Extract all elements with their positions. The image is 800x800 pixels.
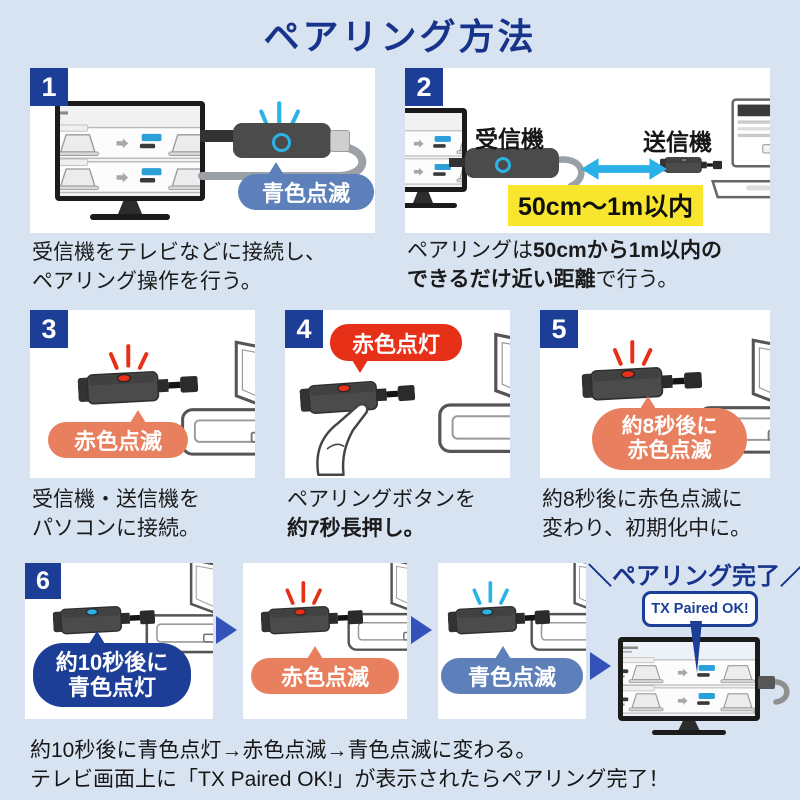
blue-led-icon — [495, 157, 511, 173]
red-blink-rays-icon — [612, 340, 654, 366]
tv-icon — [618, 637, 760, 721]
tv-dashboard-icon — [405, 113, 462, 187]
step-2-badge: 2 — [405, 68, 443, 106]
receiver-dongle-icon — [447, 602, 550, 636]
laptop-icon — [711, 96, 770, 204]
step-1-caption: 受信機をテレビなどに接続し、 ペアリング操作を行う。 — [32, 241, 326, 293]
footer-line-2: テレビ画面上に「TX Paired OK!」が表示されたらペアリング完了！ — [30, 768, 670, 791]
laptop-icon — [178, 340, 255, 464]
step-6-panel-stage3: 青色点滅 — [438, 563, 586, 719]
step-4-panel: 4 赤色点灯 — [285, 310, 510, 478]
tv-icon — [55, 101, 205, 201]
step-2-caption: ペアリングは50cmから1m以内の できるだけ近い距離で行う。 — [407, 239, 723, 291]
tv-stand — [678, 721, 700, 731]
led-status-pill: 青色点滅 — [238, 162, 374, 210]
usb-cable-icon — [770, 679, 790, 705]
bubble-tail — [89, 631, 105, 644]
pill-tail — [130, 410, 146, 423]
step-6-panel-stage2: 赤色点滅 — [243, 563, 407, 719]
receiver-dongle-icon — [77, 367, 199, 407]
step-1-panel: 1 青色点滅 — [30, 68, 375, 233]
receiver-device-icon — [233, 123, 331, 158]
footer-line-1: 約10秒後に青色点灯→赤色点滅→青色点滅に変わる。 — [30, 739, 537, 762]
page-title: ペアリング方法 — [263, 16, 537, 57]
bubble-tail — [352, 360, 368, 373]
step-3-badge: 3 — [30, 310, 68, 348]
pill-tail — [268, 162, 284, 175]
tv-icon — [405, 108, 467, 192]
step-2-panel: 2 受信機 送信機 50cm〜1m以内 — [405, 68, 770, 233]
led-status-pill: 赤色点滅 — [251, 646, 399, 694]
step-5-panel: 5 約8秒後に 赤色点滅 — [540, 310, 770, 478]
led-status-pill: 赤色点滅 — [48, 410, 188, 458]
step-1-badge: 1 — [30, 68, 68, 106]
led-status-bubble: 約10秒後に 青色点灯 — [33, 631, 191, 707]
usb-plug — [330, 130, 350, 152]
tv-dashboard-icon — [60, 106, 200, 196]
usb-cable-icon — [555, 156, 585, 190]
tv-dashboard-icon — [623, 642, 755, 716]
red-blink-rays-icon — [285, 581, 323, 605]
next-arrow-icon — [216, 616, 237, 644]
double-arrow-icon — [581, 156, 667, 182]
step-4-badge: 4 — [285, 310, 323, 348]
pairing-complete-heading: ＼ペアリング完了／ — [588, 563, 800, 590]
step-5-caption: 約8秒後に赤色点滅に 変わり、初期化中に。 — [542, 488, 752, 540]
tv-base — [405, 203, 457, 208]
receiver-device-icon — [465, 148, 559, 178]
tv-base — [652, 730, 726, 735]
receiver-device-icon — [758, 676, 775, 689]
blue-led-icon — [272, 133, 291, 152]
blue-blink-rays-icon — [472, 581, 510, 605]
pill-tail — [307, 646, 323, 659]
red-blink-rays-icon — [108, 344, 150, 370]
hdmi-plug — [200, 130, 238, 142]
distance-highlight: 50cm〜1m以内 — [508, 185, 704, 226]
pill-tail — [495, 646, 511, 659]
led-status-bubble: 赤色点灯 — [330, 324, 462, 373]
hand-pressing-icon — [309, 390, 394, 476]
led-status-pill: 青色点滅 — [441, 646, 583, 694]
next-arrow-icon — [411, 616, 432, 644]
receiver-dongle-icon — [260, 602, 363, 636]
step-6-panel-stage1: 6 約10秒後に 青色点灯 — [25, 563, 213, 719]
step-4-caption: ペアリングボタンを 約7秒長押し。 — [287, 488, 476, 540]
receiver-label: 受信機 — [475, 126, 544, 152]
tv-stand — [118, 201, 142, 214]
tv-stand — [413, 192, 433, 203]
hdmi-plug — [449, 158, 471, 167]
step-3-caption: 受信機・送信機を パソコンに接続。 — [32, 488, 200, 540]
step-6-badge: 6 — [25, 563, 61, 599]
next-arrow-icon — [590, 652, 611, 680]
transmitter-label: 送信機 — [643, 129, 712, 155]
step-5-badge: 5 — [540, 310, 578, 348]
pill-tail — [640, 396, 656, 409]
led-status-pill: 約8秒後に 赤色点滅 — [592, 396, 747, 470]
tv-base — [90, 214, 170, 220]
osd-tail — [690, 621, 702, 673]
step-3-panel: 3 赤色点滅 — [30, 310, 255, 478]
